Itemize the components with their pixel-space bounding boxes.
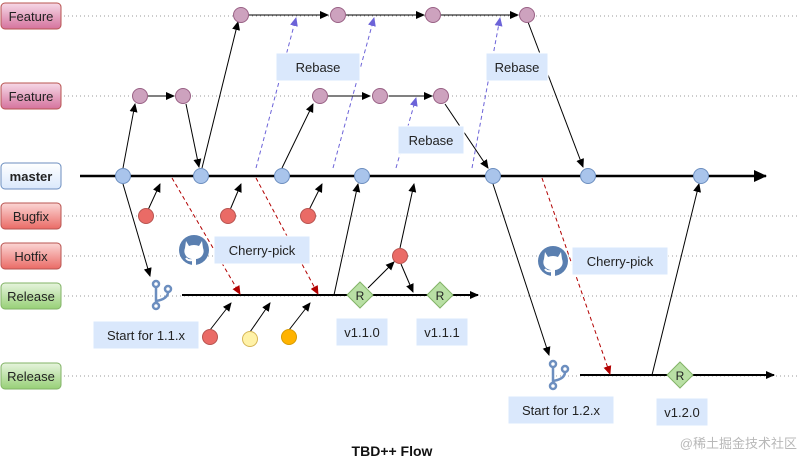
- master-commit: [193, 168, 209, 184]
- master-commits: [115, 168, 709, 184]
- note-cherry-pick-2: Cherry-pick: [571, 246, 669, 276]
- note-text: Start for 1.2.x: [522, 403, 601, 418]
- watermark: @稀土掘金技术社区: [680, 436, 797, 451]
- bugfix-commit: [220, 208, 236, 224]
- hotfix-commit: [392, 248, 408, 264]
- note-text: Cherry-pick: [229, 243, 296, 258]
- lane-label-bugfix: Bugfix: [0, 202, 62, 230]
- tag-text: v1.1.1: [424, 325, 459, 340]
- rebase-arrow: [471, 17, 503, 169]
- connector: [185, 103, 202, 168]
- note-start-2: Start for 1.2.x: [507, 395, 615, 425]
- note-start-1: Start for 1.1.x: [92, 320, 200, 350]
- lane-label-master: master: [0, 162, 62, 190]
- feature-commit: [312, 88, 328, 104]
- connector: [400, 263, 414, 293]
- bugfix-commit: [138, 208, 154, 224]
- github-icon: [537, 245, 569, 277]
- feature-commit: [425, 7, 441, 23]
- connector: [492, 183, 551, 356]
- branch-icon: [548, 359, 570, 391]
- note-text: Rebase: [296, 60, 341, 75]
- master-commit: [274, 168, 290, 184]
- connector: [288, 302, 311, 331]
- diagram-title: TBD++ Flow: [352, 443, 433, 459]
- lane-label-feature-1: Feature: [0, 2, 62, 30]
- lane-label-text: Release: [7, 369, 55, 384]
- connector: [122, 183, 152, 277]
- feature-commit: [233, 7, 249, 23]
- rebase-arrow: [255, 17, 298, 169]
- tag-v110: v1.1.0: [335, 317, 389, 347]
- tag-v120: v1.2.0: [655, 397, 709, 427]
- connector: [147, 183, 161, 211]
- lane-label-feature-2: Feature: [0, 82, 62, 110]
- connector: [444, 103, 489, 169]
- feature-commit: [372, 88, 388, 104]
- connector: [209, 302, 232, 331]
- master-commit: [580, 168, 596, 184]
- connector: [201, 21, 240, 169]
- branch-connectors: [122, 21, 701, 376]
- connector: [651, 183, 701, 376]
- note-cherry-pick-1: Cherry-pick: [213, 235, 311, 265]
- tag-text: v1.1.0: [344, 325, 379, 340]
- github-icon: [178, 234, 210, 266]
- note-rebase-3: Rebase: [397, 125, 465, 155]
- release-marker-2: R: [426, 281, 454, 309]
- tag-v111: v1.1.1: [415, 317, 469, 347]
- master-commit: [354, 168, 370, 184]
- note-text: Cherry-pick: [587, 254, 654, 269]
- lane-label-release-2: Release: [0, 362, 62, 390]
- release-extra-commits: [242, 329, 297, 347]
- feature-commit: [519, 7, 535, 23]
- connector: [122, 103, 138, 169]
- cherry-pick-arrow: [171, 177, 241, 295]
- connector: [399, 183, 417, 249]
- feature-commit: [132, 88, 148, 104]
- feature-commit: [175, 88, 191, 104]
- connector: [249, 302, 271, 333]
- lane-label-release-1: Release: [0, 282, 62, 310]
- lane-label-text: Bugfix: [13, 209, 50, 224]
- bugfix-commit: [300, 208, 316, 224]
- connector: [229, 183, 242, 211]
- connector: [333, 183, 361, 296]
- connector: [281, 103, 314, 169]
- cherry-pick-arrows: [171, 177, 612, 375]
- feature-commit: [433, 88, 449, 104]
- note-rebase-1: Rebase: [275, 52, 361, 82]
- lane-label-text: Hotfix: [14, 249, 48, 264]
- rebase-arrow: [332, 17, 376, 169]
- release-marker-3: R: [666, 361, 694, 389]
- note-text: Start for 1.1.x: [107, 328, 186, 343]
- yellow-commit: [242, 331, 258, 347]
- connector: [367, 261, 395, 289]
- release-fix-commit: [202, 329, 218, 345]
- lane-label-hotfix: Hotfix: [0, 242, 62, 270]
- orange-commit: [281, 329, 297, 345]
- lane-label-text: Release: [7, 289, 55, 304]
- feature-commit: [330, 7, 346, 23]
- release-marker-1: R: [346, 281, 374, 309]
- master-commit: [485, 168, 501, 184]
- note-text: Rebase: [409, 133, 454, 148]
- branch-icon: [151, 279, 173, 311]
- connector: [527, 21, 584, 168]
- lane-label-text: master: [10, 169, 53, 184]
- feature-commits: [132, 7, 535, 104]
- connector: [308, 183, 323, 211]
- release-marker-text: R: [356, 289, 365, 303]
- lane-label-text: Feature: [9, 9, 54, 24]
- tag-text: v1.2.0: [664, 405, 699, 420]
- note-text: Rebase: [495, 60, 540, 75]
- master-commit: [693, 168, 709, 184]
- lane-label-text: Feature: [9, 89, 54, 104]
- note-rebase-2: Rebase: [485, 52, 549, 82]
- bugfix-commits: [138, 208, 408, 345]
- release-marker-text: R: [436, 289, 445, 303]
- master-commit: [115, 168, 131, 184]
- release-marker-text: R: [676, 369, 685, 383]
